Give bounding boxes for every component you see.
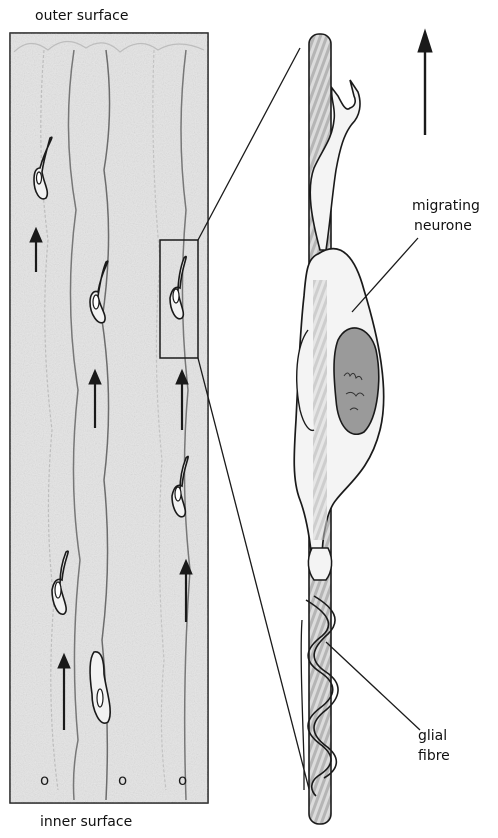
inner-surface-marker: o (178, 771, 187, 789)
trailing-process (308, 548, 331, 580)
up-arrow-icon (418, 30, 432, 135)
inner-surface-marker: o (118, 771, 127, 789)
nucleus (334, 328, 379, 434)
inner-surface-marker: o (40, 771, 49, 789)
magnified-view (294, 34, 383, 824)
glial-fibre-leader-line (326, 642, 420, 730)
migrating-neurone-leader-line (352, 238, 418, 312)
zoom-line-top (198, 48, 300, 240)
